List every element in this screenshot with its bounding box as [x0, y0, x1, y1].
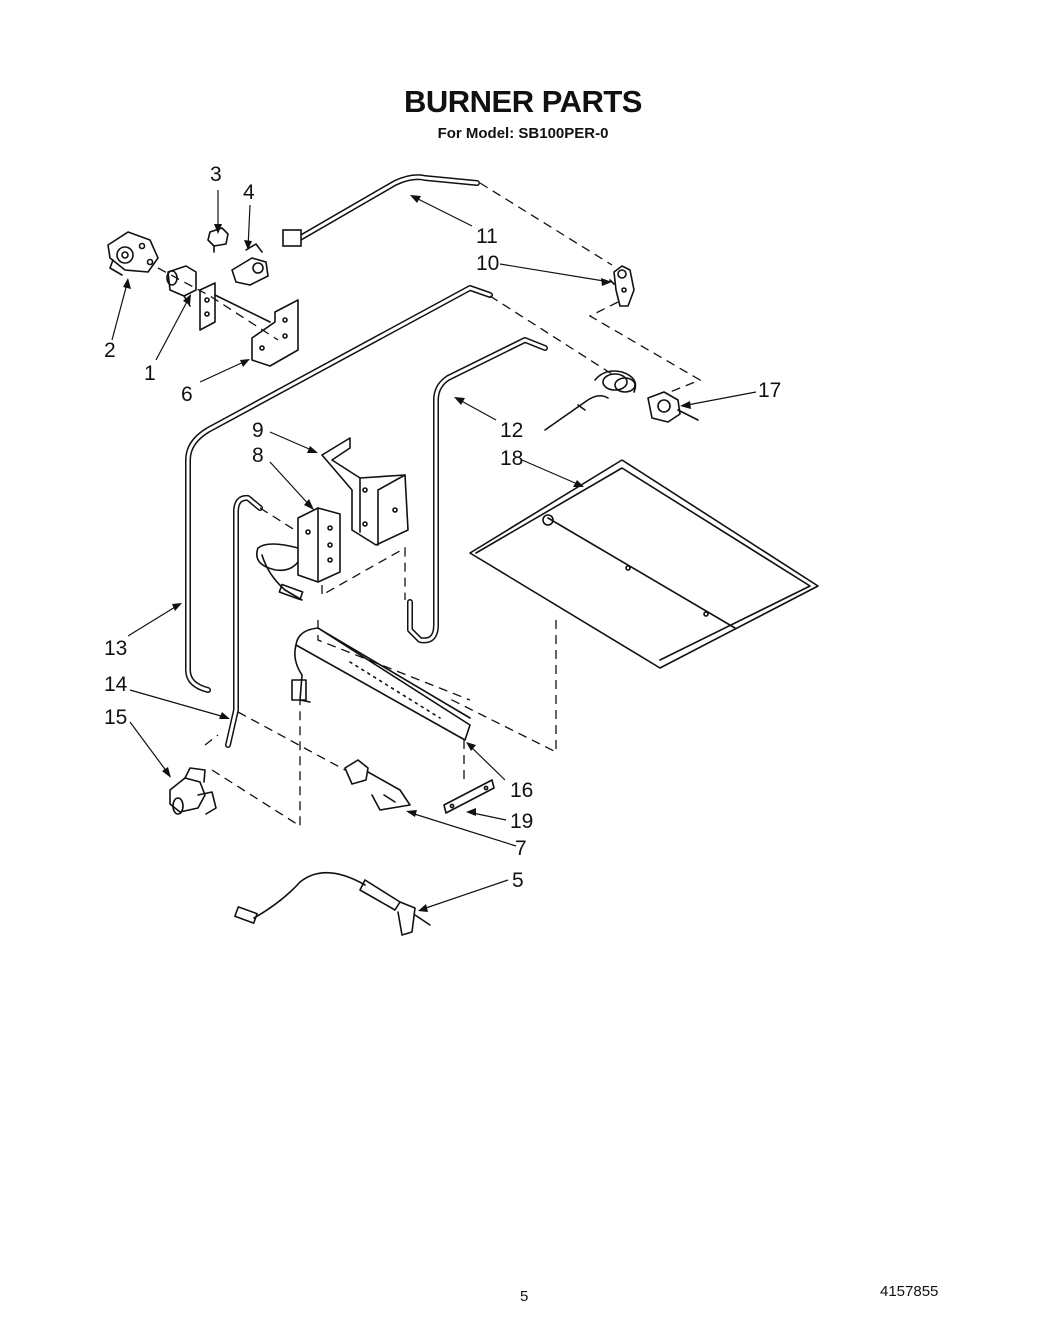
callout-13: 13: [104, 637, 128, 660]
callout-12: 12: [500, 419, 524, 442]
leader-1: [155, 295, 191, 361]
tube-13: [185, 285, 493, 693]
leader-15: [129, 721, 171, 777]
clip-part-10: [609, 265, 635, 307]
valve-fitting-part-15: [169, 767, 217, 815]
callout-18: 18: [500, 447, 524, 470]
callout-11: 11: [476, 225, 498, 248]
fitting-part-4: [231, 243, 269, 286]
callout-2: 2: [104, 339, 116, 362]
callout-9: 9: [252, 419, 264, 442]
leader-16: [467, 743, 506, 781]
tube-14: [225, 494, 263, 748]
leader-7: [407, 811, 517, 847]
leader-13: [127, 603, 181, 637]
leader-18: [521, 459, 583, 487]
callout-6: 6: [181, 383, 193, 406]
leader-2: [111, 279, 129, 341]
pilot-bracket-part-7: [344, 759, 411, 811]
safety-valve-part-8: [256, 507, 341, 601]
valve-bracket: [199, 282, 271, 331]
thermocouple-part-5: [234, 871, 431, 936]
callout-16: 16: [510, 779, 534, 802]
document-number: 4157855: [880, 1283, 939, 1300]
leader-8: [269, 461, 313, 509]
leader-11: [411, 195, 473, 227]
tube-11: [282, 174, 480, 247]
leader-9: [269, 431, 317, 453]
leader-5: [419, 879, 509, 911]
bracket-part-6: [251, 299, 299, 367]
leader-6: [199, 359, 249, 383]
callout-10: 10: [476, 252, 500, 275]
model-subtitle: For Model: SB100PER-0: [437, 125, 609, 142]
burner-part-16: [291, 627, 471, 741]
leader-14: [129, 689, 229, 719]
callout-7: 7: [515, 837, 527, 860]
callout-4: 4: [243, 181, 255, 204]
igniter-part-17: [544, 370, 699, 431]
callout-3: 3: [210, 163, 222, 186]
leader-lines: [111, 190, 757, 911]
callout-17: 17: [758, 379, 782, 402]
strip-part-19: [443, 779, 495, 814]
callout-8: 8: [252, 444, 264, 467]
callout-15: 15: [104, 706, 128, 729]
leader-arrowheads: [123, 195, 691, 912]
callout-14: 14: [104, 673, 128, 696]
callout-19: 19: [510, 810, 534, 833]
page-number: 5: [520, 1288, 529, 1305]
callout-5: 5: [512, 869, 524, 892]
leader-10: [499, 263, 611, 283]
leader-17: [681, 391, 757, 407]
assembly-lines: [157, 182, 702, 828]
nut-part-3: [207, 227, 229, 253]
tube-12: [407, 337, 548, 644]
page-title: BURNER PARTS: [404, 84, 643, 119]
baffle-plate-part-18: [469, 459, 819, 669]
bracket-part-9: [321, 437, 409, 546]
gas-valve-part-2: [107, 231, 159, 276]
callout-1: 1: [144, 362, 156, 385]
